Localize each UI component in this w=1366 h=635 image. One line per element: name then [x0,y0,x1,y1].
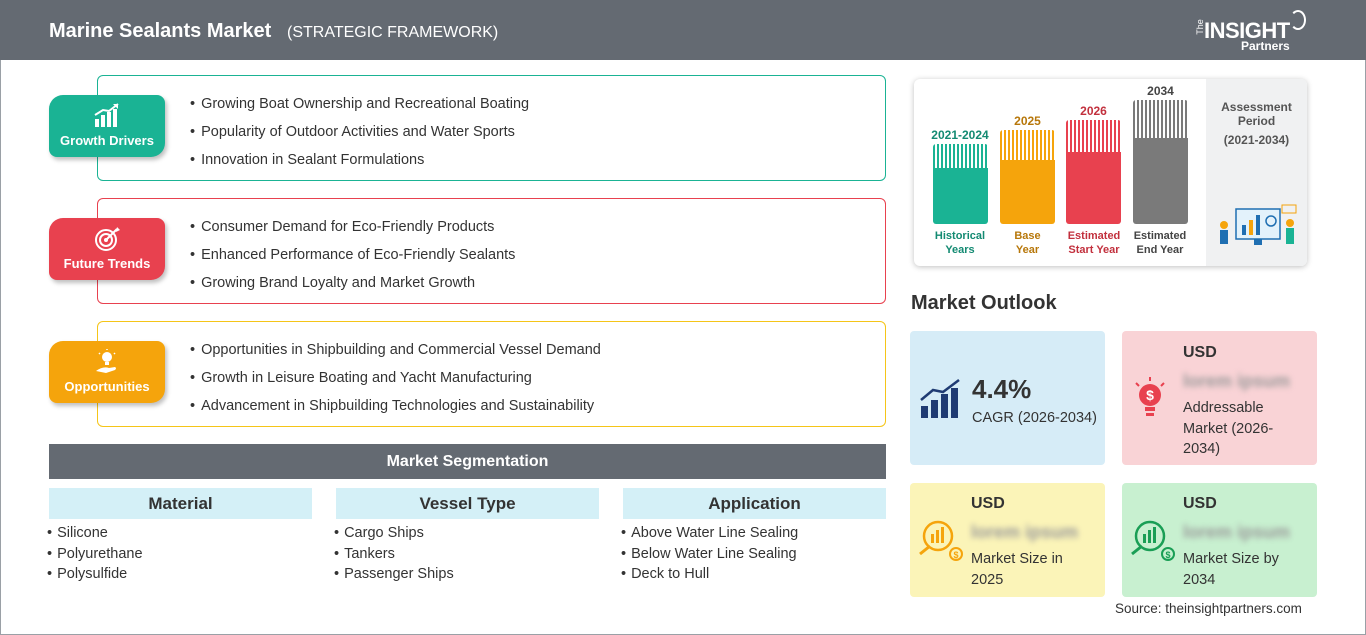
logo-swoosh-icon [1290,10,1306,30]
bar-end [1133,100,1188,224]
list-item: Tankers [334,546,454,567]
list-item: Growth in Leisure Boating and Yacht Manu… [190,369,601,397]
growth-drivers-box: Growing Boat Ownership and Recreational … [97,75,886,181]
list-item: Popularity of Outdoor Activities and Wat… [190,123,529,151]
future-trends-box: Consumer Demand for Eco-Friendly Product… [97,198,886,304]
insight-partners-logo[interactable]: The INSIGHT Partners [1192,8,1312,54]
opportunities-list: Opportunities in Shipbuilding and Commer… [190,341,601,425]
opportunities-label: Opportunities [64,379,150,394]
size-2025-value: lorem ipsum [971,522,1079,542]
bar-historical [933,144,988,224]
list-item: Polyurethane [47,546,142,567]
growth-chart-icon [94,103,119,127]
svg-text:$: $ [1165,550,1170,560]
list-item: Deck to Hull [621,566,798,587]
list-item: Cargo Ships [334,525,454,546]
assessment-range: (2021-2034) [1223,133,1290,147]
cagr-value: 4.4% [972,374,1032,404]
opportunities-badge: Opportunities [49,341,165,403]
market-size-2034-card: $ USD lorem ipsum Market Size by 2034 [1122,483,1317,597]
list-item: Opportunities in Shipbuilding and Commer… [190,341,601,369]
logo-partners: Partners [1241,39,1290,53]
page-title: Marine Sealants Market [49,20,272,42]
size-2034-label: Market Size by 2034 [1183,551,1279,588]
year-label-base: 2025 [1014,114,1041,128]
source-text: Source: theinsightpartners.com [1115,601,1302,616]
addressable-label: Addressable Market (2026-2034) [1183,400,1274,457]
application-list: Above Water Line Sealing Below Water Lin… [621,525,798,587]
list-item: Innovation in Sealant Formulations [190,151,529,179]
material-list: Silicone Polyurethane Polysulfide [47,525,143,587]
cagr-card: 4.4% CAGR (2026-2034) [910,331,1105,465]
list-item: Above Water Line Sealing [621,525,798,546]
cagr-label: CAGR (2026-2034) [972,410,1097,426]
money-chart-icon: $ [919,520,963,561]
header-bar: Marine Sealants Market (STRATEGIC FRAMEW… [0,0,1366,60]
growth-drivers-label: Growth Drivers [60,133,154,148]
year-label-start: 2026 [1080,104,1107,118]
page-subtitle: (STRATEGIC FRAMEWORK) [287,24,499,41]
list-item: Below Water Line Sealing [621,546,798,567]
future-trends-badge: Future Trends [49,218,165,280]
dollar-bulb-icon: $ [1135,377,1165,416]
size-2034-currency: USD [1183,495,1217,512]
assessment-period-panel: Assessment Period (2021-2034) [1206,79,1307,266]
segmentation-title: Market Segmentation [49,444,886,479]
assessment-title: Assessment Period [1221,100,1292,128]
addressable-value: lorem ipsum [1183,371,1291,391]
year-label-end: 2034 [1147,84,1174,98]
list-item: Silicone [47,525,143,546]
list-item: Enhanced Performance of Eco-Friendly Sea… [190,246,515,274]
year-label-historical: 2021-2024 [931,128,989,142]
market-size-2025-card: $ USD lorem ipsum Market Size in 2025 [910,483,1105,597]
svg-text:$: $ [1146,387,1154,403]
list-item: Advancement in Shipbuilding Technologies… [190,397,601,425]
market-outlook-title: Market Outlook [911,292,1057,314]
growth-drivers-badge: Growth Drivers [49,95,165,157]
addressable-currency: USD [1183,344,1217,361]
addressable-market-card: $ USD lorem ipsum Addressable Market (20… [1122,331,1317,465]
segment-heading-material: Material [49,488,312,519]
list-item: Consumer Demand for Eco-Friendly Product… [190,218,515,246]
bar-start [1066,120,1121,224]
analytics-people-icon [1220,204,1297,245]
growth-chart-icon [920,379,960,418]
list-item: Passenger Ships [334,566,454,587]
segment-heading-application: Application [623,488,886,519]
target-icon [95,227,120,251]
growth-drivers-list: Growing Boat Ownership and Recreational … [190,95,529,179]
segment-heading-vessel-type: Vessel Type [336,488,599,519]
size-2034-value: lorem ipsum [1183,522,1291,542]
list-item: Growing Brand Loyalty and Market Growth [190,274,515,302]
list-item: Growing Boat Ownership and Recreational … [190,95,529,123]
future-trends-label: Future Trends [63,256,151,271]
list-item: Polysulfide [47,566,143,587]
vessel-type-list: Cargo Ships Tankers Passenger Ships [334,525,454,587]
future-trends-list: Consumer Demand for Eco-Friendly Product… [190,218,515,302]
size-2025-label: Market Size in 2025 [971,551,1063,588]
logo-insight: INSIGHT [1204,18,1290,43]
lightbulb-hand-icon [96,349,116,373]
money-chart-icon: $ [1131,520,1175,561]
size-2025-currency: USD [971,495,1005,512]
opportunities-box: Opportunities in Shipbuilding and Commer… [97,321,886,427]
svg-text:$: $ [953,550,958,560]
bar-base [1000,130,1055,224]
